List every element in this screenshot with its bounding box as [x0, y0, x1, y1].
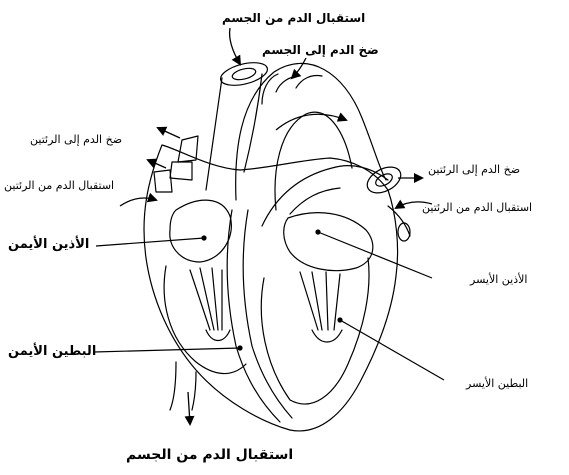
label-left-ventricle: البطين الأيسر [466, 377, 529, 390]
pointer-left-ventricle [339, 319, 445, 381]
superior-vena-cava [205, 77, 223, 191]
label-left-pump-lungs: ضخ الدم إلى الرئتين [30, 133, 123, 146]
label-right-pump-lungs: ضخ الدم إلى الرئتين [428, 163, 521, 176]
label-top-body-in: استقبال الدم من الجسم [222, 11, 366, 25]
label-right-atrium: الأذين الأيمن [8, 237, 90, 252]
label-left-atrium: الأذين الأيسر [470, 273, 528, 286]
left-ventricle-wall [260, 257, 370, 405]
pointer-left-atrium [317, 231, 433, 279]
right-atrium [169, 199, 232, 263]
svc-opening [219, 62, 269, 86]
inferior-vena-cava [169, 361, 177, 411]
label-right-ventricle: البطين الأيمن [8, 344, 97, 359]
right-ventricle-wall [163, 265, 247, 375]
pulmonary-trunk [261, 165, 389, 227]
left-atrium [283, 212, 374, 272]
label-right-in-lungs: استقبال الدم من الرئتين [422, 201, 533, 214]
aortic-arch [235, 62, 387, 201]
pointer-right-atrium [95, 237, 205, 247]
septum [226, 209, 281, 423]
label-bottom-body-in: استقبال الدم من الجسم [126, 447, 294, 463]
label-left-in-lungs: استقبال الدم من الرئتين [4, 179, 115, 192]
pointer-right-ventricle [93, 347, 241, 353]
aorta-opening [366, 166, 402, 194]
label-top-pump-body: ضخ الدم إلى الجسم [262, 43, 379, 57]
heart-outline [143, 144, 399, 432]
